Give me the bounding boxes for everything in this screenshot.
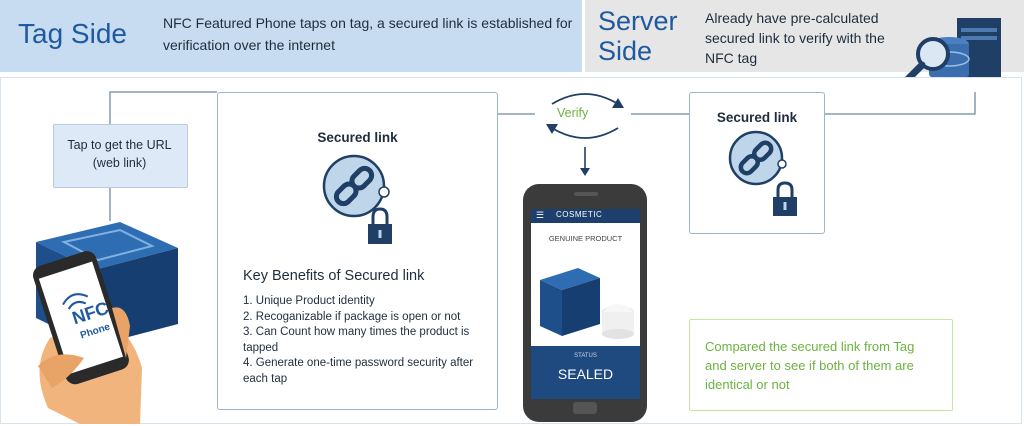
benefits-list: 1. Unique Product identity 2. Recoganiza… (243, 294, 488, 387)
phone-home-button (573, 402, 597, 414)
tap-instruction-box (53, 124, 188, 188)
padlock-icon (368, 207, 392, 244)
server-side-title: Server Side (598, 6, 678, 66)
verify-arrows-icon (546, 93, 624, 139)
secured-link-label-tag: Secured link (317, 130, 398, 145)
benefits-panel (217, 92, 498, 410)
hand-phone-icon (33, 251, 142, 424)
tag-side-description: NFC Featured Phone taps on tag, a secure… (163, 15, 573, 53)
comparison-note-text: Compared the secured link from Tag and s… (705, 339, 915, 392)
padlock-icon (773, 181, 797, 216)
phone-app-bar (531, 209, 640, 223)
list-item: 4. Generate one-time password security a… (243, 357, 474, 385)
chain-link-icon (728, 130, 787, 186)
secured-link-label-server: Secured link (716, 110, 798, 125)
server-side-description: Already have pre-calculated secured link… (705, 10, 885, 66)
tag-side-title: Tag Side (18, 18, 127, 49)
menu-icon[interactable]: ☰ (536, 210, 545, 220)
list-item: 2. Recoganizable if package is open or n… (243, 310, 461, 323)
phone-product-label: GENUINE PRODUCT (548, 234, 623, 243)
list-item: 3. Can Count how many times the product … (243, 326, 470, 354)
phone-status-area (531, 346, 640, 399)
phone-speaker (574, 192, 598, 196)
list-item: 1. Unique Product identity (243, 295, 375, 307)
phone-status-value: SEALED (557, 366, 614, 382)
tag-side-header (0, 0, 582, 72)
product-image (540, 268, 634, 339)
comparison-note-box (689, 319, 953, 411)
tap-instruction-text: Tap to get the URL (web link) (67, 138, 172, 170)
verify-label: Verify (557, 106, 589, 120)
benefits-title: Key Benefits of Secured link (243, 268, 425, 284)
chain-link-icon (322, 154, 390, 218)
phone-status-label: STATUS (574, 353, 597, 359)
phone-app-brand: COSMETIC (556, 210, 603, 219)
